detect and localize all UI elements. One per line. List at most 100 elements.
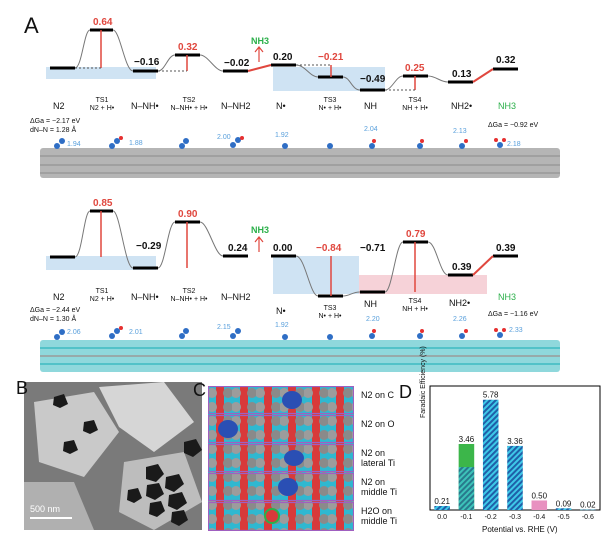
panel-b-letter: B bbox=[16, 378, 29, 398]
bot-bond-6: 2.33 bbox=[509, 327, 523, 334]
top-bond-5: 2.13 bbox=[453, 128, 467, 135]
top-energy-3: −0.02 bbox=[224, 58, 250, 69]
bottom-slab bbox=[40, 340, 560, 372]
bar-3 bbox=[507, 445, 523, 510]
bar-label-1: 3.46 bbox=[459, 435, 475, 444]
top-energy-4: 0.20 bbox=[273, 52, 293, 63]
bot-bond-4: 2.20 bbox=[366, 316, 380, 323]
sem-scale-label: 500 nm bbox=[30, 504, 61, 514]
top-species-nnh2: N–NH2 bbox=[221, 101, 251, 111]
bot-species-nnh: N–NH• bbox=[131, 292, 159, 302]
top-dg-right: ΔGa = −0.92 eV bbox=[488, 122, 539, 129]
bar-label-4: 0.50 bbox=[531, 491, 547, 500]
bot-energy-0: 0.85 bbox=[93, 198, 113, 209]
panel-d-letter: D bbox=[399, 382, 412, 402]
bar-4 bbox=[531, 500, 548, 510]
bar-label-5: 0.09 bbox=[556, 499, 572, 508]
bot-energy-2: 0.90 bbox=[178, 209, 198, 220]
bot-species-n2: N2 bbox=[53, 292, 65, 302]
bot-bond-5: 2.26 bbox=[453, 316, 467, 323]
x-tick-4: -0.4 bbox=[533, 514, 545, 521]
bot-species-nnh2: N–NH2 bbox=[221, 292, 251, 302]
top-energy-5: −0.21 bbox=[318, 52, 344, 63]
panel-a-diagram bbox=[40, 28, 560, 372]
top-species-n2: N2 bbox=[53, 101, 65, 111]
top-energy-7: 0.25 bbox=[405, 63, 425, 74]
top-energy-0: 0.64 bbox=[93, 17, 113, 28]
bar-label-2: 5.78 bbox=[483, 391, 499, 400]
bar-label-6: 0.02 bbox=[580, 501, 596, 510]
top-slab bbox=[40, 148, 560, 178]
bar-2 bbox=[482, 399, 499, 510]
top-energy-8: 0.13 bbox=[452, 69, 472, 80]
bar-1-overlay bbox=[458, 467, 475, 510]
bot-nh3-mid: NH3 bbox=[251, 225, 270, 235]
panel-c-row-0: N2 on C bbox=[361, 390, 395, 400]
top-bond-4: 2.04 bbox=[364, 126, 378, 133]
bot-energy-7: 0.79 bbox=[406, 229, 426, 240]
bar-5 bbox=[555, 508, 572, 510]
bot-bond-0: 2.06 bbox=[67, 329, 81, 336]
bot-dg-right: ΔGa = −1.16 eV bbox=[488, 311, 539, 318]
bot-energy-5: −0.84 bbox=[316, 243, 342, 254]
top-species-n: N• bbox=[276, 101, 286, 111]
top-energy-1: −0.16 bbox=[134, 57, 160, 68]
bot-bond-1: 2.01 bbox=[129, 329, 143, 336]
bot-energy-6: −0.71 bbox=[360, 243, 386, 254]
top-bond-6: 2.18 bbox=[507, 141, 521, 148]
top-species-nh3: NH3 bbox=[498, 101, 517, 111]
panel-c-structures bbox=[208, 386, 354, 531]
sem-image bbox=[24, 382, 202, 530]
top-shade-1 bbox=[46, 67, 156, 79]
bottom-adsorbates bbox=[54, 326, 506, 340]
top-species-nh: NH bbox=[364, 101, 377, 111]
top-bond-2: 2.00 bbox=[217, 134, 231, 141]
top-energy-profile bbox=[46, 28, 518, 92]
top-shade-2 bbox=[273, 67, 385, 91]
bottom-energy-profile bbox=[46, 209, 518, 298]
x-tick-0: 0.0 bbox=[437, 514, 447, 521]
x-tick-2: -0.2 bbox=[485, 514, 497, 521]
panel-c-row-1: N2 on O bbox=[361, 419, 395, 429]
top-energy-6: −0.49 bbox=[360, 74, 386, 85]
top-species-nnh: N–NH• bbox=[131, 101, 159, 111]
top-nh3-mid: NH3 bbox=[251, 36, 270, 46]
bar-label-0: 0.21 bbox=[434, 497, 450, 506]
bot-bond-3: 1.92 bbox=[275, 322, 289, 329]
top-bond-0: 1.94 bbox=[67, 141, 81, 148]
top-species-nh2: NH2• bbox=[451, 101, 473, 111]
bot-energy-4: 0.00 bbox=[273, 243, 293, 254]
top-energy-9: 0.32 bbox=[496, 55, 516, 66]
bot-species-nh2: NH2• bbox=[449, 298, 471, 308]
bot-energy-8: 0.39 bbox=[452, 262, 472, 273]
panel-d-chart: 0.210.03.46-0.15.78-0.23.36-0.30.50-0.40… bbox=[429, 385, 601, 521]
bot-species-nh3: NH3 bbox=[498, 292, 517, 302]
top-bond-3: 1.92 bbox=[275, 132, 289, 139]
bot-bond-2: 2.15 bbox=[217, 324, 231, 331]
x-tick-1: -0.1 bbox=[460, 514, 472, 521]
x-tick-5: -0.5 bbox=[558, 514, 570, 521]
sem-scale-bar bbox=[30, 517, 72, 519]
top-adsorbates bbox=[54, 136, 506, 149]
bar-0 bbox=[434, 505, 450, 510]
panel-a-letter: A bbox=[24, 13, 39, 38]
panel-c-letter: C bbox=[193, 380, 206, 400]
panel-d-xlabel: Potential vs. RHE (V) bbox=[482, 525, 558, 534]
bot-species-nh: NH bbox=[364, 299, 377, 309]
bar-label-3: 3.36 bbox=[507, 437, 523, 446]
top-bond-1: 1.88 bbox=[129, 140, 143, 147]
top-energy-2: 0.32 bbox=[178, 42, 198, 53]
